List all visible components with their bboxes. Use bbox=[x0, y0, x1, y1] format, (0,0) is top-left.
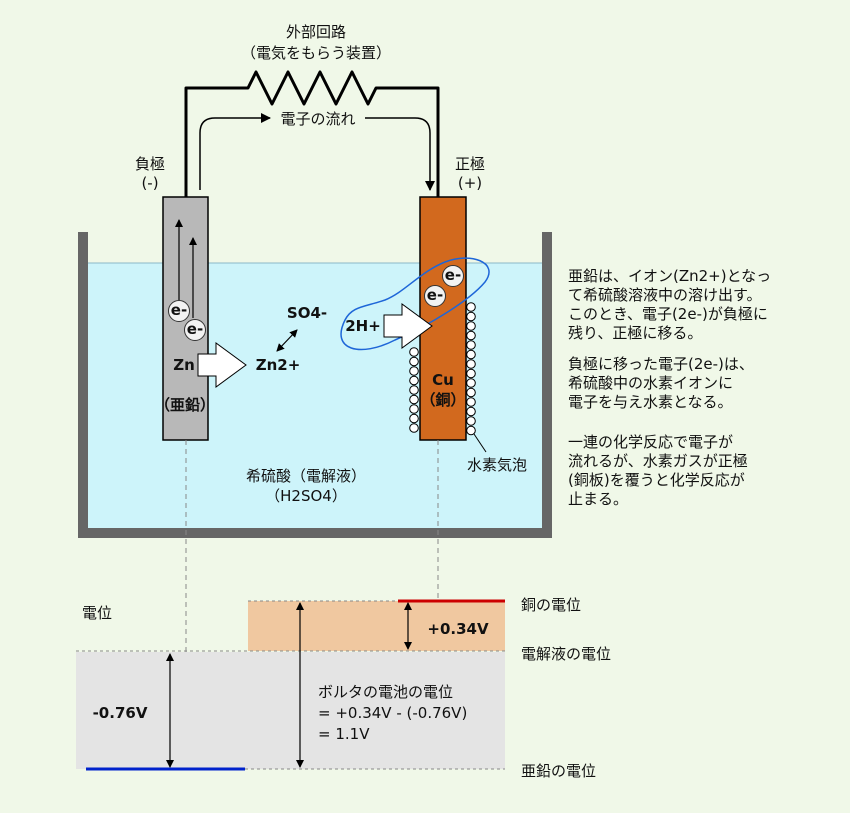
hydrogen-ion-label: 2H+ bbox=[345, 317, 381, 335]
hydrogen-bubbles-right bbox=[466, 302, 476, 436]
hydrogen-bubbles-left bbox=[409, 347, 419, 433]
ion-bond-arrow bbox=[276, 329, 298, 352]
hydrogen-bubble bbox=[466, 330, 476, 341]
external-wire-with-resistor bbox=[184, 70, 440, 197]
copper-symbol: Cu bbox=[432, 371, 454, 389]
electron-flow-arrow bbox=[199, 113, 271, 190]
zinc-potential-value: -0.76V bbox=[93, 704, 148, 722]
zinc-potential-label: 亜鉛の電位 bbox=[521, 762, 596, 780]
note-zinc-dissolves: 亜鉛は、イオン(Zn2+)となっ て希硫酸溶液中の溶け出す。 このとき、電子(2… bbox=[568, 267, 772, 342]
hydrogen-bubble bbox=[466, 378, 476, 388]
hydrogen-bubble bbox=[466, 406, 476, 417]
volta-formula-line3: = 1.1V bbox=[318, 725, 370, 743]
positive-electrode-label: 正極 bbox=[455, 155, 485, 173]
electrolyte-label-line2: （H2SO4） bbox=[265, 487, 347, 505]
circuit-title-line2: （電気をもらう装置） bbox=[241, 44, 391, 62]
electron-circle bbox=[184, 319, 206, 341]
electron-circle bbox=[442, 265, 464, 287]
volta-formula-line2: = +0.34V - (-0.76V) bbox=[318, 704, 467, 722]
hydrogen-bubble bbox=[466, 368, 476, 379]
hydrogen-bubble bbox=[466, 397, 476, 407]
electrolyte-label-line1: 希硫酸（電解液） bbox=[246, 467, 366, 485]
note-hydrogen-forms: 負極に移った電子(2e-)は、 希硫酸中の水素イオンに 電子を与え水素となる。 bbox=[568, 355, 754, 411]
hydrogen-ion-arrow bbox=[383, 303, 433, 349]
volta-formula-line1: ボルタの電池の電位 bbox=[318, 683, 453, 701]
electron-label: e- bbox=[171, 301, 187, 319]
negative-electrode-label: 負極 bbox=[135, 155, 165, 173]
hydrogen-bubble bbox=[409, 404, 419, 414]
note-reaction-stops: 一連の化学反応で電子が 流れるが、水素ガスが正極 (銅板)を覆うと化学反応が 止… bbox=[568, 433, 748, 508]
zinc-potential-band bbox=[76, 652, 505, 769]
hydrogen-bubble bbox=[466, 349, 476, 360]
hydrogen-bubble bbox=[409, 347, 419, 357]
hydrogen-bubble bbox=[409, 366, 419, 376]
copper-name: （銅） bbox=[420, 391, 465, 409]
hydrogen-bubble bbox=[409, 394, 419, 405]
sulfate-ion-label: SO4- bbox=[287, 304, 327, 322]
electron-label: e- bbox=[445, 266, 461, 284]
hydrogen-bubble bbox=[466, 340, 476, 350]
circuit-title-line1: 外部回路 bbox=[286, 23, 346, 41]
electron-label: e- bbox=[187, 320, 203, 338]
zinc-name: （亜鉛） bbox=[155, 396, 215, 414]
electron-circle bbox=[168, 300, 190, 322]
hydrogen-bubble-label: 水素気泡 bbox=[467, 456, 527, 474]
hydrogen-bubble bbox=[409, 423, 419, 433]
hydrogen-ion-outline bbox=[340, 257, 490, 351]
potential-axis-label: 電位 bbox=[82, 604, 112, 622]
electrolyte-potential-label: 電解液の電位 bbox=[521, 645, 611, 663]
positive-electrode-sign: (+) bbox=[458, 174, 482, 192]
zinc-ion-label: Zn2+ bbox=[256, 356, 301, 374]
hydrogen-bubble bbox=[409, 356, 419, 367]
copper-potential-value: +0.34V bbox=[427, 620, 489, 638]
hydrogen-bubble bbox=[466, 425, 476, 436]
hydrogen-bubble bbox=[466, 416, 476, 426]
copper-potential-label: 銅の電位 bbox=[521, 596, 581, 614]
hydrogen-bubble bbox=[466, 387, 476, 398]
hydrogen-bubble bbox=[466, 359, 476, 369]
hydrogen-bubble bbox=[466, 311, 476, 322]
hydrogen-bubble-pointer bbox=[473, 433, 487, 453]
zinc-ion-arrow bbox=[197, 342, 247, 388]
electron-flow-label: 電子の流れ bbox=[280, 110, 355, 128]
hydrogen-bubble bbox=[409, 413, 419, 424]
hydrogen-bubble bbox=[409, 385, 419, 395]
negative-electrode-sign: (-) bbox=[141, 174, 158, 192]
hydrogen-bubble bbox=[466, 302, 476, 312]
hydrogen-bubble bbox=[409, 375, 419, 386]
copper-potential-band bbox=[248, 601, 505, 651]
electron-flow-arrow-right bbox=[365, 117, 435, 191]
copper-electrode bbox=[419, 196, 467, 441]
zinc-symbol: Zn bbox=[173, 356, 195, 374]
electron-circle bbox=[424, 285, 446, 307]
hydrogen-bubble bbox=[466, 321, 476, 331]
electron-label: e- bbox=[427, 286, 443, 304]
